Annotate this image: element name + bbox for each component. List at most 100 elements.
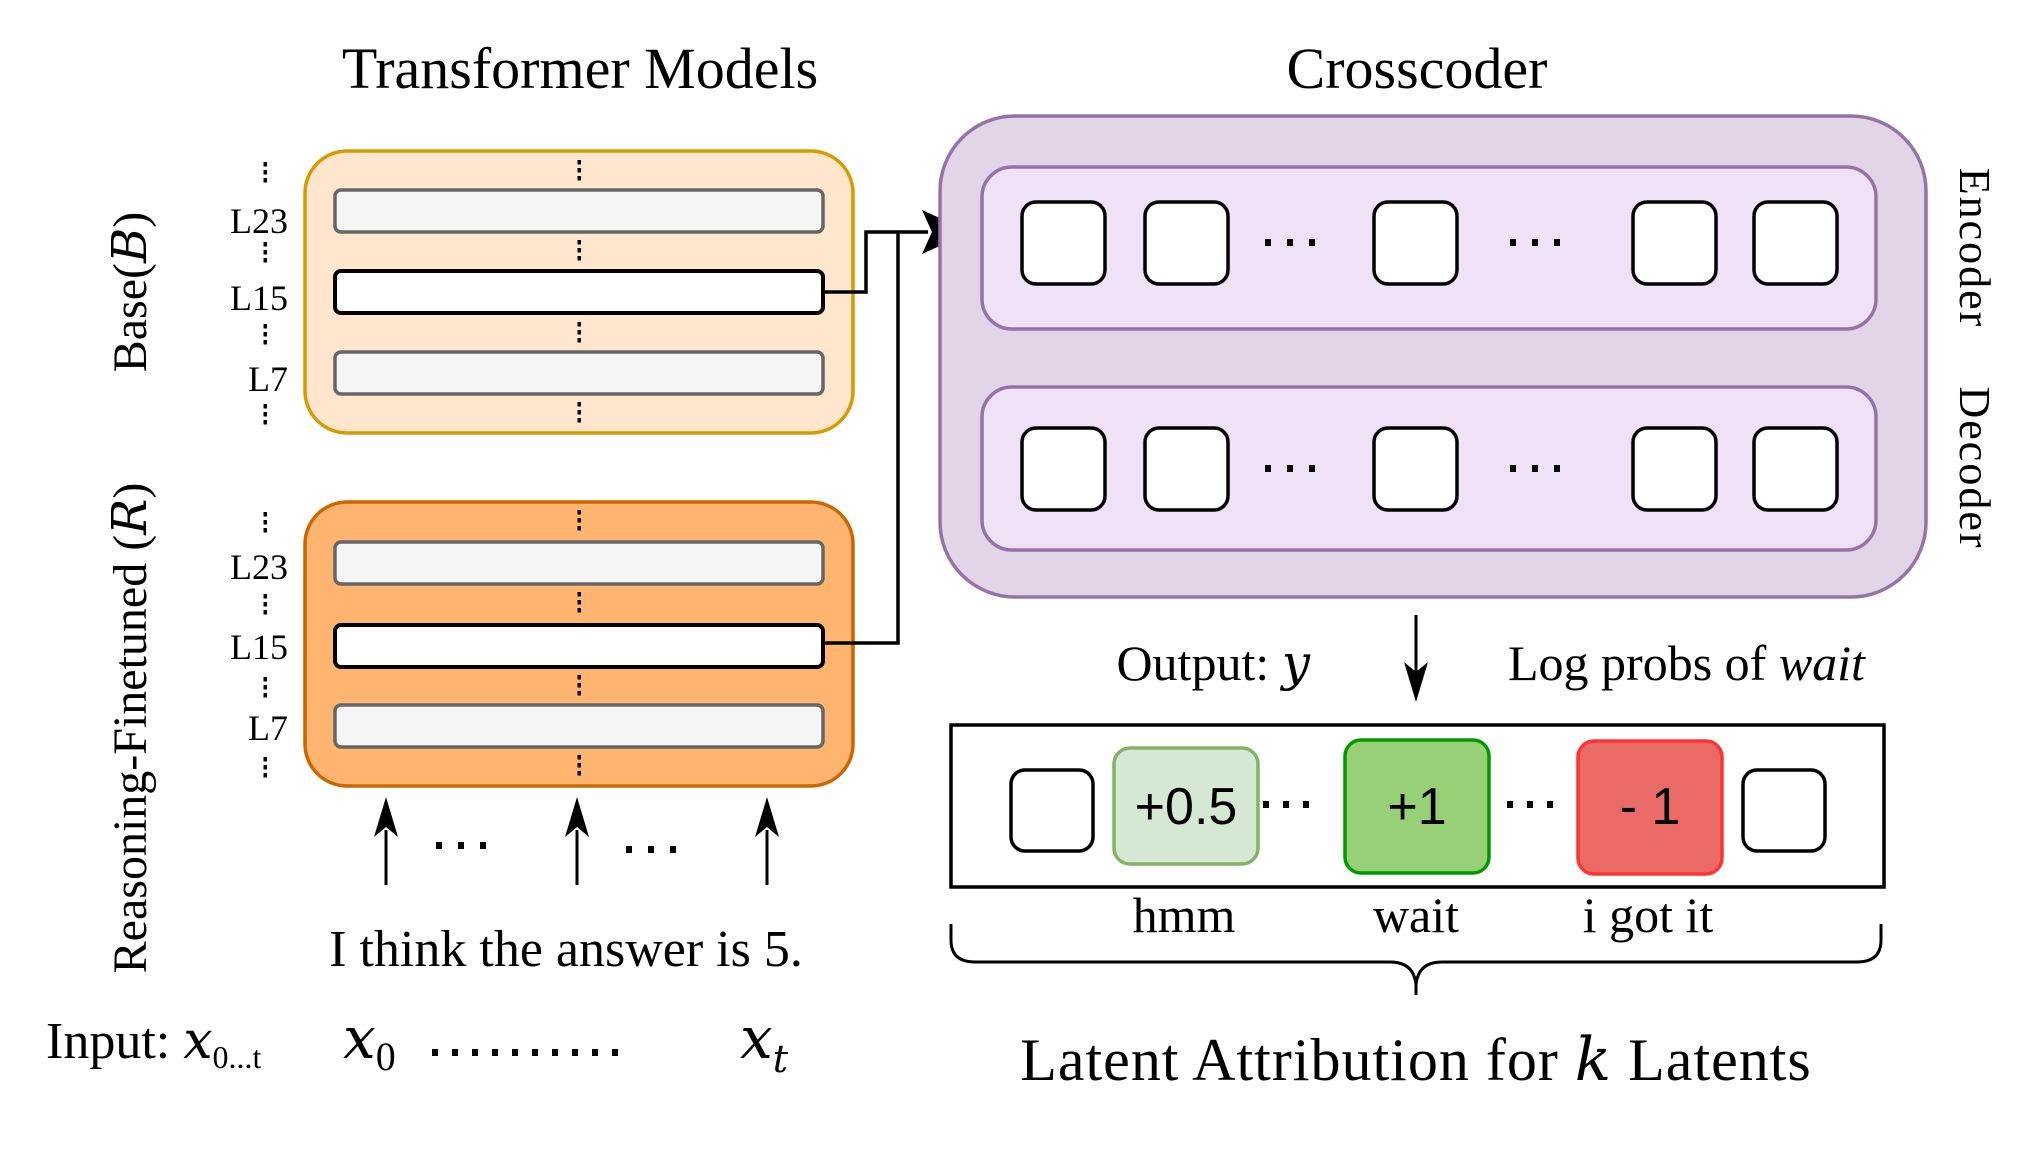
layer-label-l15: L15: [230, 278, 288, 318]
output-arrowhead: [1404, 662, 1428, 702]
layer-bar-l7: [333, 350, 825, 396]
vertical-ellipsis-icon: [577, 410, 581, 415]
vertical-ellipsis-icon: [263, 602, 267, 607]
vertical-ellipsis-icon: [577, 518, 581, 523]
crosscoder-title: Crosscoder: [1287, 36, 1548, 101]
latent-token-label: wait: [1373, 887, 1459, 943]
vertical-ellipsis-icon: [263, 324, 267, 329]
ellipsis-icon: [1532, 465, 1538, 472]
layer-bar-l7: [333, 703, 825, 749]
vertical-ellipsis-icon: [263, 520, 267, 525]
vertical-ellipsis-icon: [263, 528, 267, 533]
ellipsis-icon: [1510, 239, 1516, 246]
latent-token-label: hmm: [1133, 887, 1236, 943]
input-first-token: x0: [343, 1004, 396, 1079]
ellipsis-icon: [1554, 239, 1560, 246]
reasoning-l15-connector: [823, 232, 900, 645]
vertical-ellipsis-icon: [577, 240, 581, 245]
ellipsis-icon: [670, 846, 676, 853]
ellipsis-icon: [1532, 239, 1538, 246]
vertical-ellipsis-icon: [577, 338, 581, 343]
vertical-ellipsis-icon: [577, 592, 581, 597]
latent-attribution-cell: [1343, 738, 1491, 875]
ellipsis-icon: [1507, 801, 1513, 808]
vertical-ellipsis-icon: [263, 162, 267, 167]
layer-bar-l15: [333, 623, 825, 669]
vertical-ellipsis-icon: [577, 691, 581, 696]
latent-cell: [1752, 426, 1839, 512]
vertical-ellipsis-icon: [577, 608, 581, 613]
vertical-ellipsis-icon: [577, 683, 581, 688]
ellipsis-icon: [552, 1049, 558, 1056]
attribution-latents: +0.5+1- 1: [1009, 738, 1827, 876]
layer-label-l7: L7: [248, 359, 288, 399]
ellipsis-icon: [1265, 465, 1271, 472]
layer-label-l15: L15: [230, 627, 288, 667]
decoder-latents: [1020, 426, 1839, 512]
ellipsis-icon: [492, 1049, 498, 1056]
input-sentence: I think the answer is 5.: [329, 921, 803, 978]
vertical-ellipsis-icon: [263, 610, 267, 615]
vertical-ellipsis-icon: [263, 170, 267, 175]
output-label: Output: y: [1116, 634, 1310, 692]
ellipsis-icon: [1283, 801, 1289, 808]
vertical-ellipsis-icon: [263, 420, 267, 425]
latent-cell: [1631, 200, 1718, 286]
vertical-ellipsis-icon: [577, 675, 581, 680]
layer-label-l23: L23: [230, 201, 288, 241]
ellipsis-icon: [1547, 801, 1553, 808]
ellipsis-icon: [1263, 801, 1269, 808]
vertical-ellipsis-icon: [577, 256, 581, 261]
input-sequence-dots: [432, 1049, 618, 1056]
encoder-label: Encoder: [1950, 168, 1999, 329]
latent-token-label: i got it: [1583, 887, 1714, 943]
input-arrows: [374, 797, 779, 885]
vertical-ellipsis-icon: [263, 242, 267, 247]
ellipsis-icon: [436, 842, 442, 849]
input-arrowhead: [565, 797, 589, 837]
base-l15-connector: [823, 230, 900, 294]
vertical-ellipsis-icon: [263, 757, 267, 762]
latent-cell: [1752, 200, 1839, 286]
latent-attribution-value: - 1: [1620, 778, 1681, 836]
vertical-ellipsis-icon: [577, 160, 581, 165]
vertical-ellipsis-icon: [263, 773, 267, 778]
vertical-ellipsis-icon: [577, 763, 581, 768]
latent-attribution-cell: [1112, 746, 1260, 866]
latent-cell: [1143, 426, 1230, 512]
vertical-ellipsis-icon: [577, 510, 581, 515]
vertical-ellipsis-icon: [577, 755, 581, 760]
vertical-ellipsis-icon: [263, 693, 267, 698]
ellipsis-icon: [1527, 801, 1533, 808]
ellipsis-icon: [512, 1049, 518, 1056]
decoder-label: Decoder: [1950, 386, 1999, 549]
ellipsis-icon: [1287, 239, 1293, 246]
vertical-ellipsis-icon: [577, 771, 581, 776]
vertical-ellipsis-icon: [577, 176, 581, 181]
vertical-ellipsis-icon: [577, 330, 581, 335]
ellipsis-icon: [1309, 239, 1315, 246]
ellipsis-icon: [1265, 239, 1271, 246]
layer-label-l23: L23: [230, 547, 288, 587]
input-last-token: xt: [740, 1004, 789, 1081]
latent-cell: [1372, 426, 1459, 512]
ellipsis-icon: [532, 1049, 538, 1056]
vertical-ellipsis-icon: [577, 418, 581, 423]
input-arrowhead: [755, 797, 779, 837]
latent-cell: [1631, 426, 1718, 512]
crosscoder-block: [938, 114, 1928, 599]
ellipsis-icon: [480, 842, 486, 849]
layer-bar-l23: [333, 188, 825, 234]
latent-attribution-cell: [1576, 739, 1724, 876]
vertical-ellipsis-icon: [577, 402, 581, 407]
latent-cell: [1741, 768, 1827, 853]
vertical-ellipsis-icon: [577, 322, 581, 327]
attribution-tokens: hmm wait i got it: [1133, 887, 1714, 943]
ellipsis-icon: [472, 1049, 478, 1056]
vertical-ellipsis-icon: [263, 677, 267, 682]
ellipsis-icon: [1287, 465, 1293, 472]
vertical-ellipsis-icon: [577, 600, 581, 605]
vertical-ellipsis-icon: [577, 526, 581, 531]
logprob-label: Log probs of wait: [1508, 635, 1866, 691]
